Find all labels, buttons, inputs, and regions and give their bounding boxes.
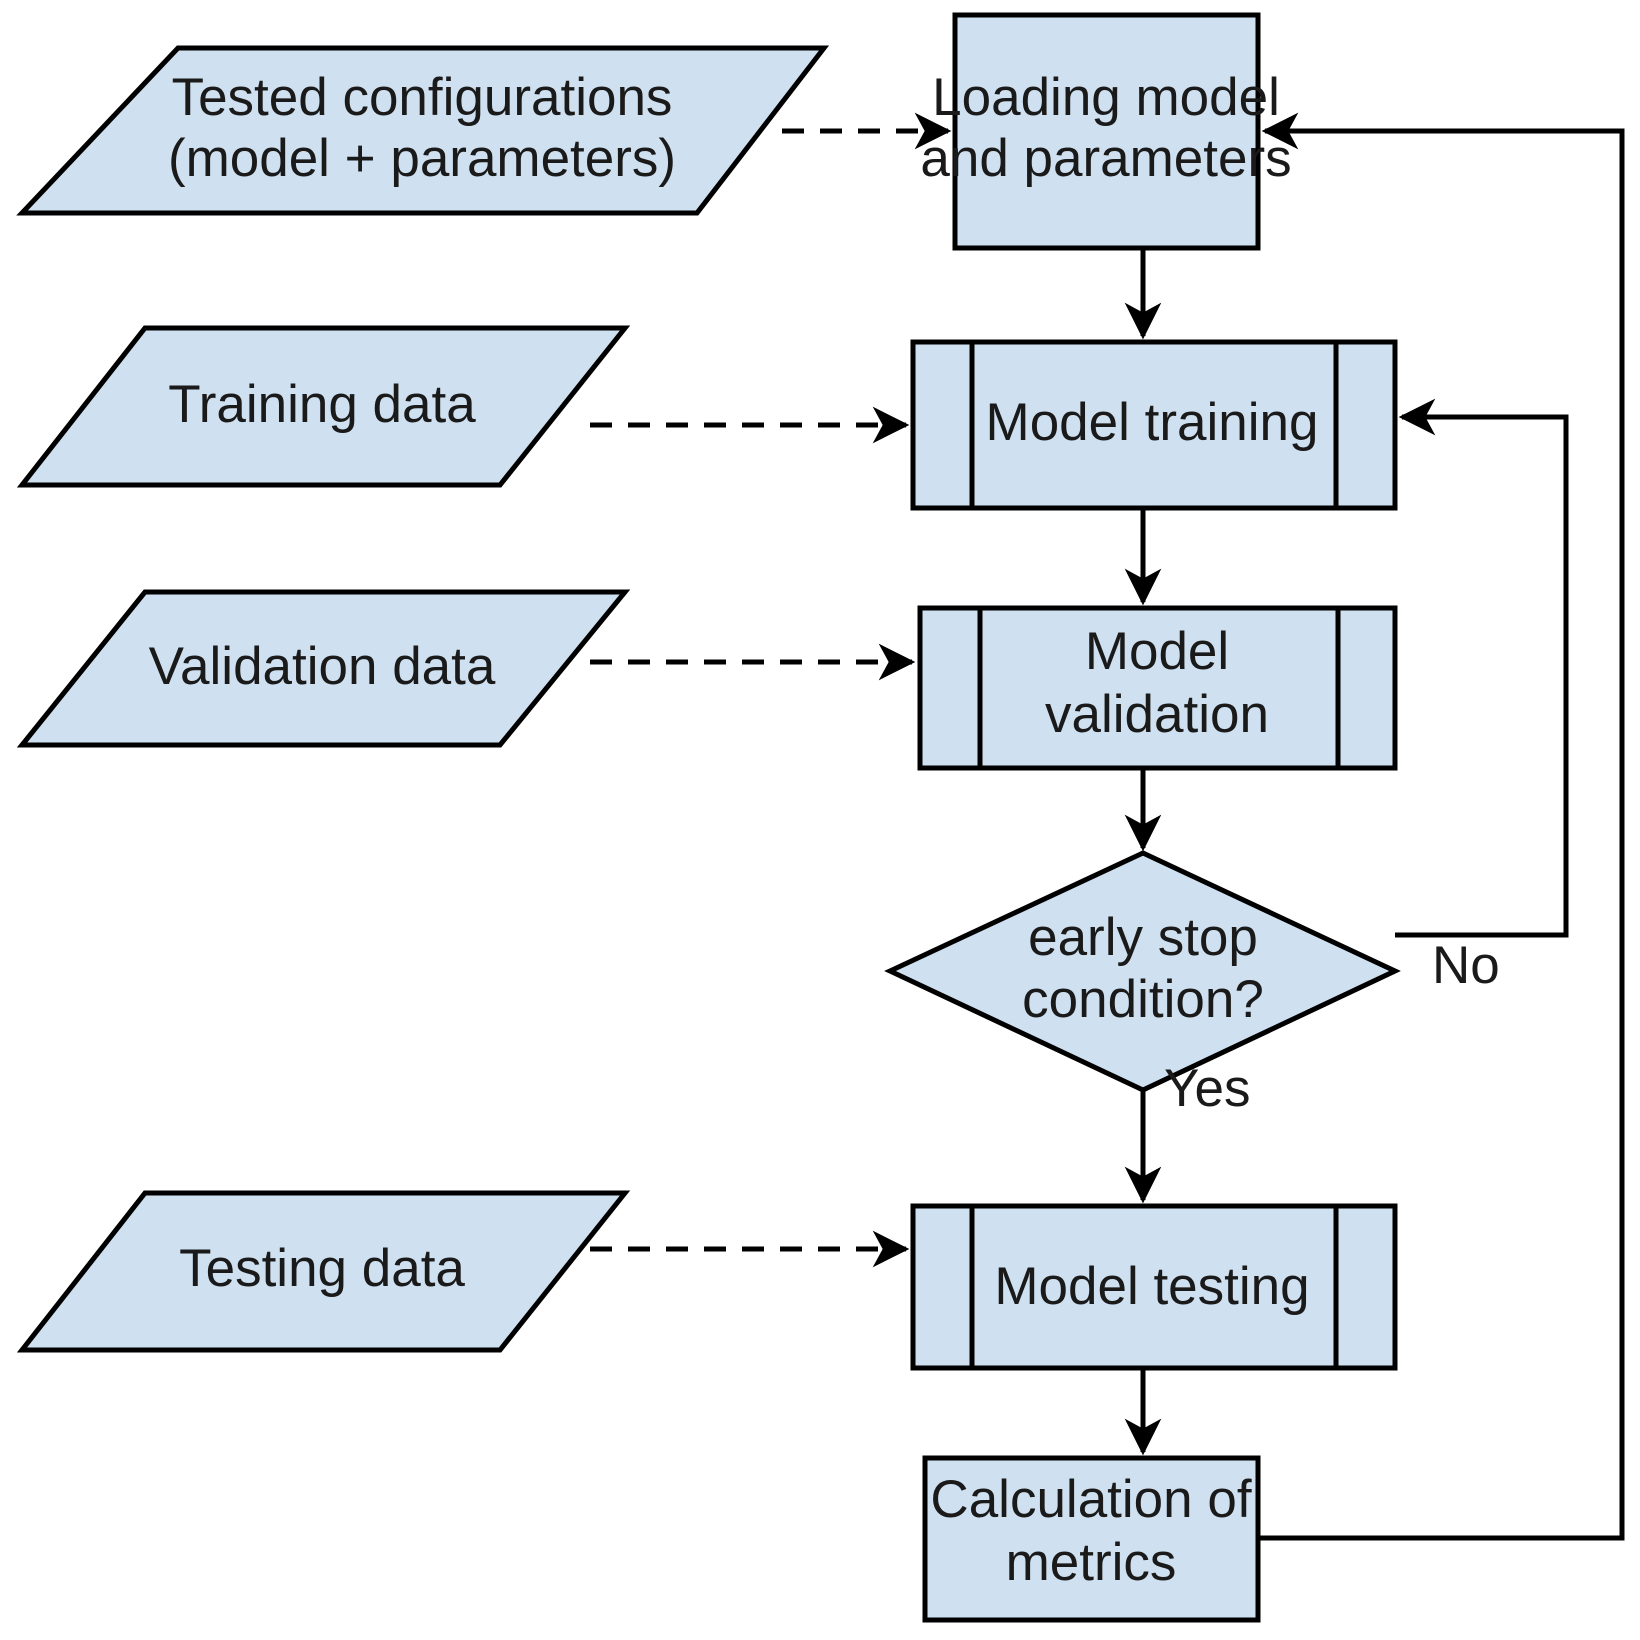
node-model-training[interactable]: Model training bbox=[910, 339, 1398, 511]
node-model-validation[interactable]: Model validation bbox=[917, 605, 1398, 771]
calculation-of-metrics-shape bbox=[922, 1455, 1261, 1623]
validation-data-shape bbox=[16, 589, 631, 748]
model-training-shape bbox=[910, 339, 1398, 511]
edge-calculation-of-metrics-to-loading-model bbox=[1258, 112, 1625, 1541]
tested-configurations-shape bbox=[16, 45, 830, 216]
early-stop-shape bbox=[884, 850, 1401, 1093]
validation-data-label: Validation data bbox=[149, 637, 496, 696]
node-tested-configurations[interactable]: Tested configurations (model + parameter… bbox=[16, 45, 830, 216]
node-calculation-of-metrics[interactable]: Calculation of metrics bbox=[922, 1455, 1261, 1623]
testing-data-shape bbox=[16, 1190, 631, 1353]
training-data-shape bbox=[16, 325, 631, 488]
tested-configurations-label-line1: Tested configurations bbox=[172, 68, 673, 127]
calculation-of-metrics-label-line2: metrics bbox=[1006, 1533, 1177, 1592]
model-testing-label: Model testing bbox=[994, 1257, 1309, 1316]
node-model-testing[interactable]: Model testing bbox=[910, 1203, 1398, 1371]
node-early-stop-condition[interactable]: early stop condition? bbox=[884, 850, 1401, 1093]
node-training-data[interactable]: Training data bbox=[16, 325, 631, 488]
tested-configurations-label-line2: (model + parameters) bbox=[168, 129, 676, 188]
model-validation-label-line1: Model bbox=[1085, 622, 1229, 681]
testing-data-label: Testing data bbox=[179, 1239, 465, 1298]
node-testing-data[interactable]: Testing data bbox=[16, 1190, 631, 1353]
edge-early-stop-no-to-model-training bbox=[1395, 398, 1569, 938]
loading-model-shape bbox=[952, 12, 1261, 251]
loading-model-label-line2: and parameters bbox=[920, 129, 1291, 188]
node-loading-model-and-parameters[interactable]: Loading model and parameters bbox=[920, 12, 1292, 251]
model-training-label: Model training bbox=[986, 393, 1319, 452]
loading-model-label-line1: Loading model bbox=[932, 68, 1280, 127]
node-validation-data[interactable]: Validation data bbox=[16, 589, 631, 748]
edge-label-no: No bbox=[1432, 936, 1500, 995]
model-validation-shape bbox=[917, 605, 1398, 771]
training-data-label: Training data bbox=[168, 375, 476, 434]
model-testing-shape bbox=[910, 1203, 1398, 1371]
edge-label-yes: Yes bbox=[1164, 1059, 1250, 1118]
early-stop-label-line1: early stop bbox=[1028, 908, 1258, 967]
model-validation-label-line2: validation bbox=[1045, 685, 1269, 744]
calculation-of-metrics-label-line1: Calculation of bbox=[930, 1470, 1251, 1529]
early-stop-label-line2: condition? bbox=[1022, 970, 1264, 1029]
